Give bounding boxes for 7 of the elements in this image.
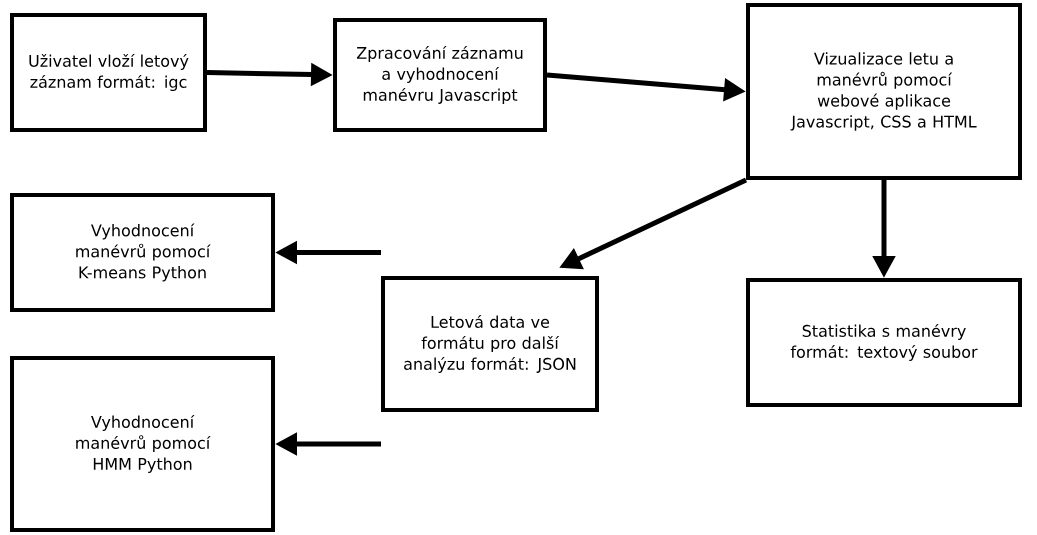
- process-box: Vyhodnocení manévrů pomocí K-means Python: [10, 193, 275, 312]
- process-box: Vyhodnocení manévrů pomocí HMM Python: [10, 356, 275, 532]
- process-box: Vizualizace letu a manévrů pomocí webové aplikace Javascript, CSS a HTML: [746, 3, 1022, 180]
- process-box: Uživatel vloží letový záznam formát: igc: [10, 13, 207, 132]
- process-box: Zpracování záznamu a vyhodnocení manévru Javascript: [333, 18, 547, 132]
- process-box: Letová data ve formátu pro další analýzu formát: JSON: [381, 276, 599, 412]
- process-box: Statistika s manévry formát: textový soubor: [746, 278, 1022, 407]
